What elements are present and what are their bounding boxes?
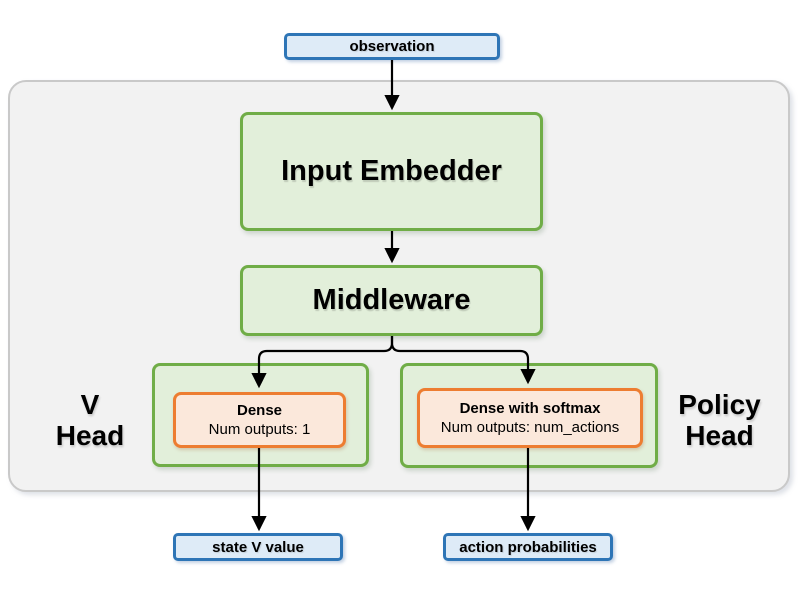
policy-head-label-line2: Head: [685, 420, 754, 451]
v-head-dense-title: Dense: [236, 402, 283, 419]
node-state-v-value-label: state V value: [212, 538, 304, 556]
node-observation: observation: [284, 33, 500, 60]
policy-head-label-line1: Policy: [678, 389, 761, 420]
policy-head-label: Policy Head: [662, 389, 777, 451]
node-middleware: Middleware: [240, 265, 543, 336]
v-head-label: V Head: [35, 389, 145, 451]
node-v-head-dense: Dense Num outputs: 1: [173, 392, 346, 448]
node-input-embedder-label: Input Embedder: [281, 155, 502, 187]
policy-head-dense-subtitle: Num outputs: num_actions: [440, 419, 620, 436]
node-input-embedder: Input Embedder: [240, 112, 543, 231]
v-head-dense-subtitle: Num outputs: 1: [208, 421, 311, 438]
v-head-label-line2: Head: [55, 420, 125, 451]
node-action-probabilities-label: action probabilities: [459, 538, 597, 556]
node-middleware-label: Middleware: [312, 284, 471, 316]
node-action-probabilities: action probabilities: [443, 533, 613, 561]
node-policy-head-dense: Dense with softmax Num outputs: num_acti…: [417, 388, 643, 448]
node-observation-label: observation: [349, 38, 435, 55]
node-state-v-value: state V value: [173, 533, 343, 561]
policy-head-dense-title: Dense with softmax: [459, 400, 601, 417]
v-head-label-line1: V: [80, 389, 100, 420]
